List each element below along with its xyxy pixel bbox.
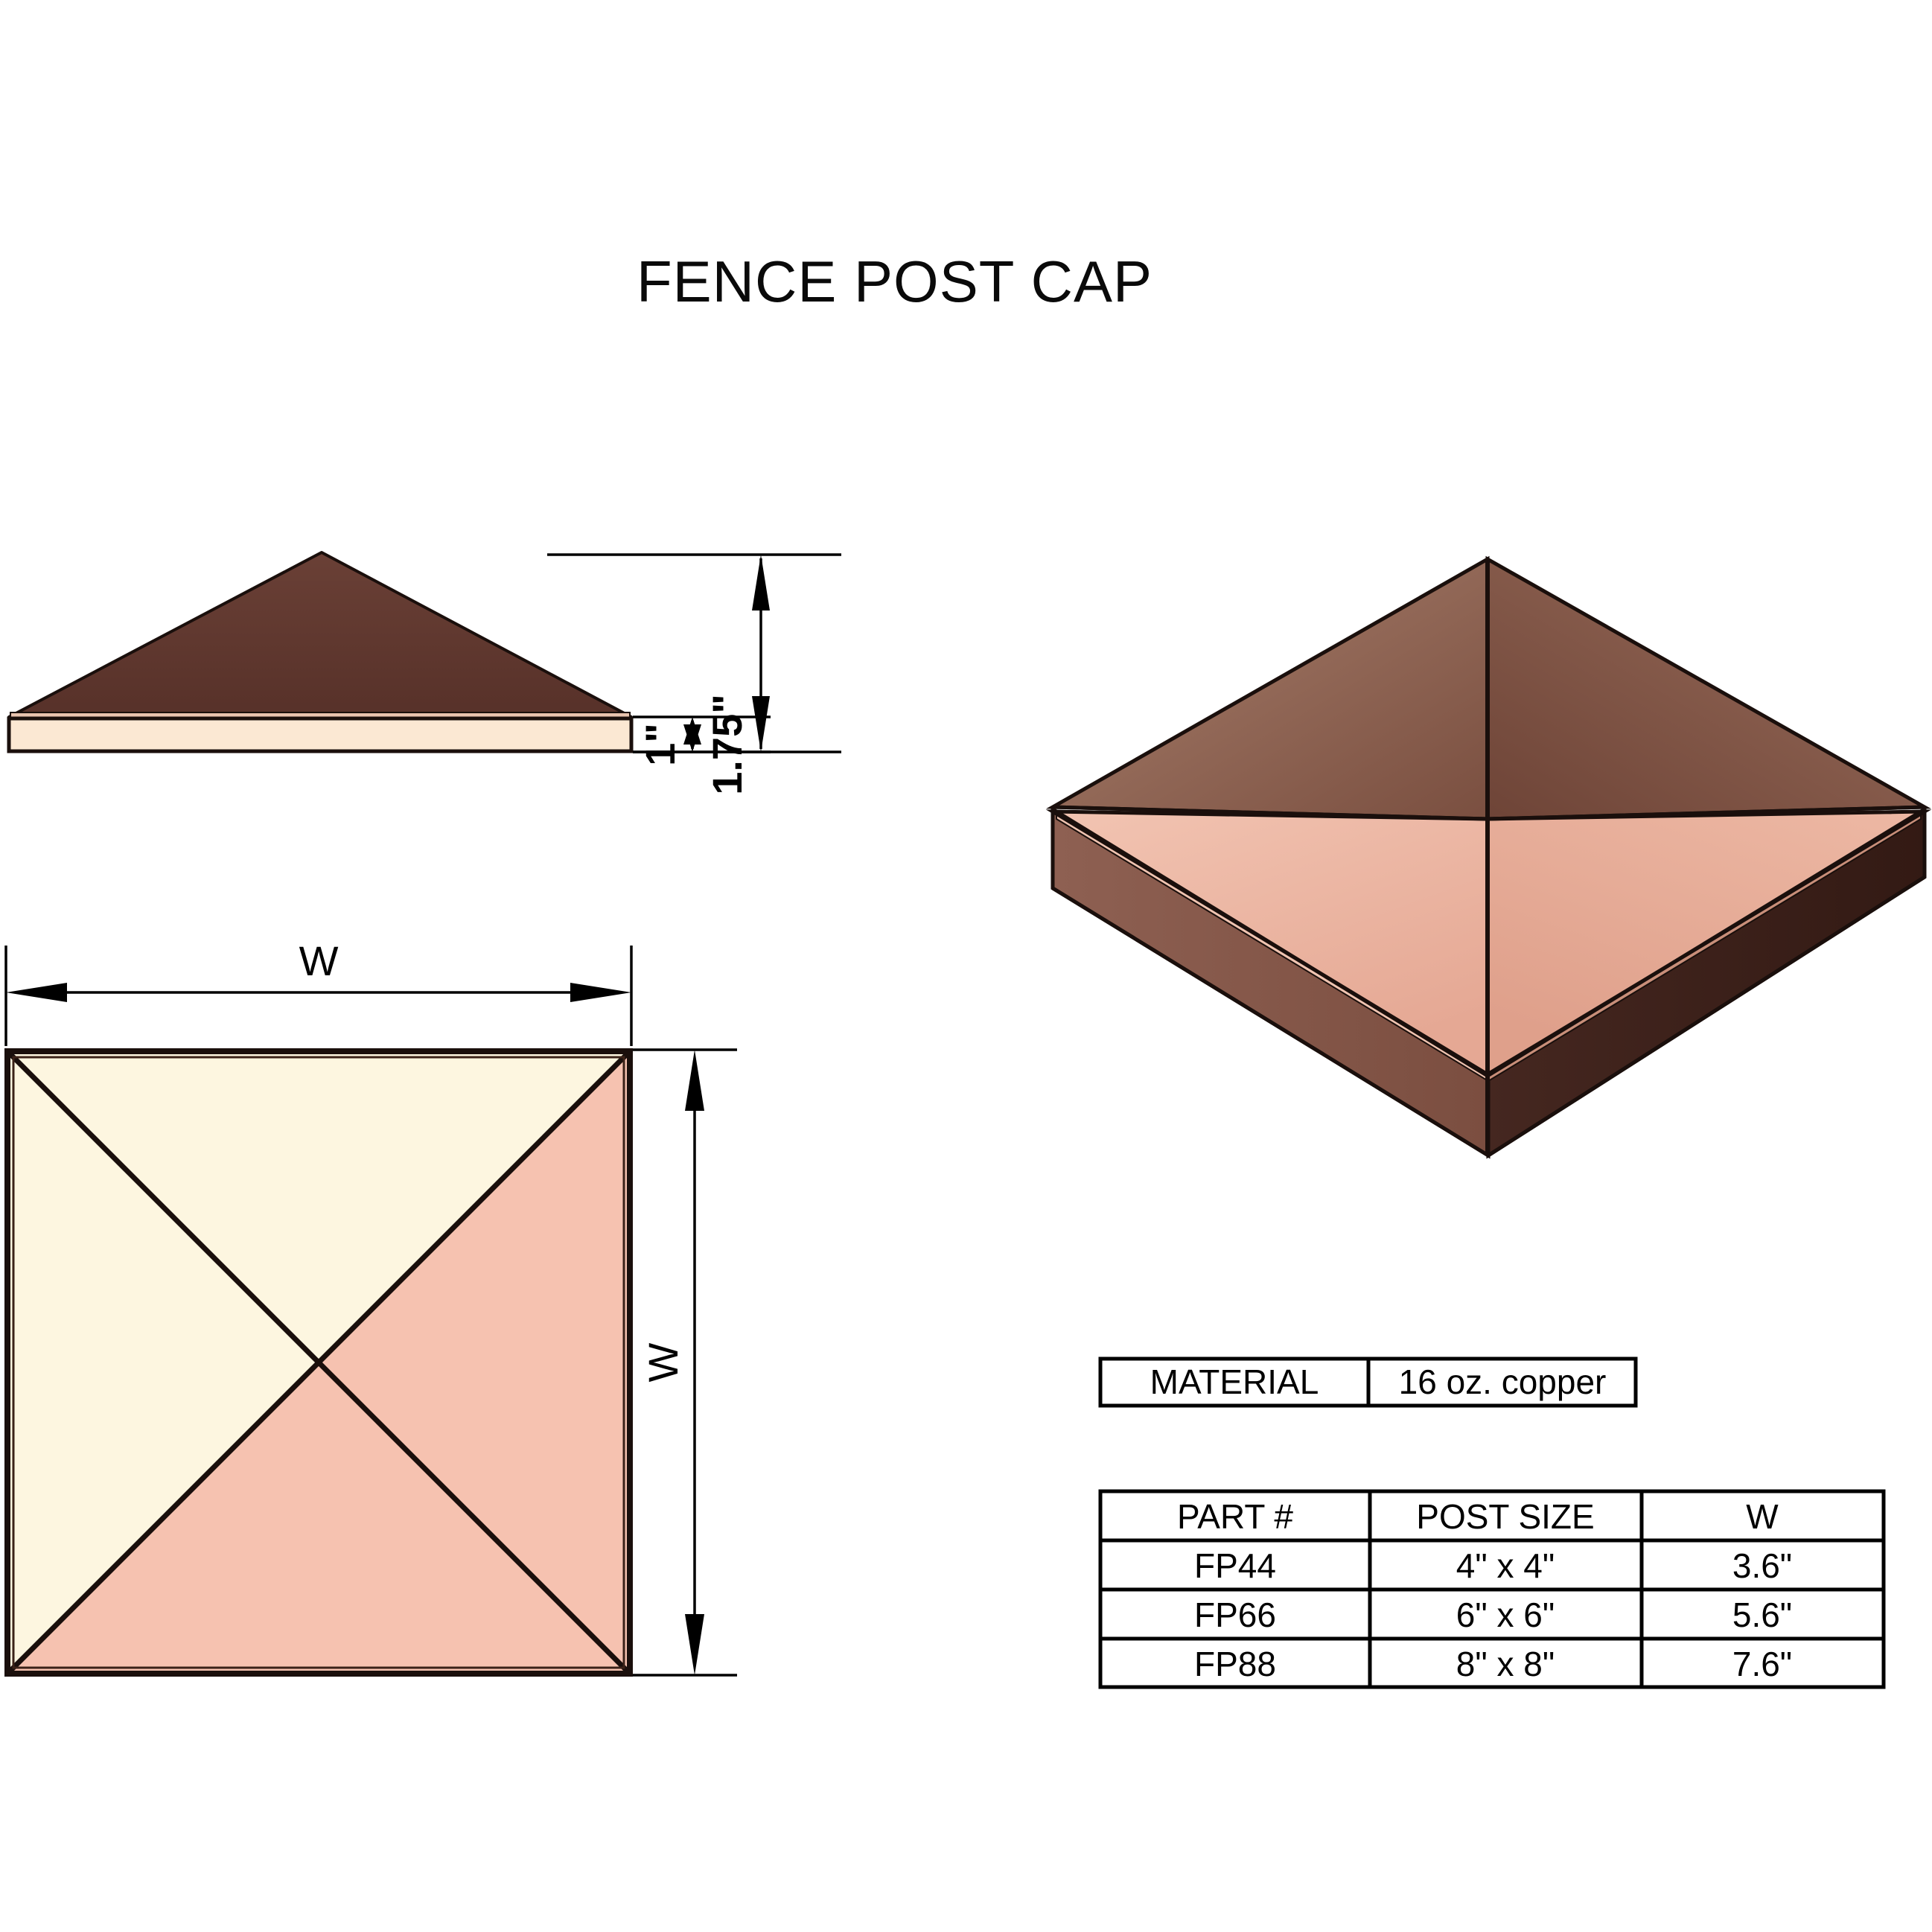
dim-arrow-1in-bottom [683, 724, 701, 752]
material-table-value: 16 oz. copper [1399, 1362, 1607, 1401]
dim-label-overall-height: 1.75" [704, 694, 750, 795]
dim-arrow-175-top [752, 555, 770, 610]
plan-quadrant-left [7, 1051, 319, 1674]
side-view-roof [7, 551, 633, 718]
side-view-body-rect [7, 716, 634, 753]
parts-table-header-w: W [1746, 1497, 1779, 1536]
parts-table-row-post-size: 8" x 8" [1456, 1645, 1555, 1683]
iso-base-bottom-right [1487, 875, 1926, 1158]
dim-arrow-wv-bottom [685, 1614, 704, 1675]
top-plan-view [4, 1048, 633, 1677]
plan-quadrant-top [7, 1051, 630, 1362]
parts-table-row-w: 5.6" [1732, 1595, 1792, 1634]
plan-quadrant-right [319, 1051, 630, 1674]
isometric-view [1045, 555, 1932, 1159]
dim-arrow-wv-top [685, 1050, 704, 1111]
iso-pyramid-facet-back-right [1485, 555, 1932, 821]
parts-table-header-part: PART # [1177, 1497, 1293, 1536]
iso-hip-right [1487, 805, 1925, 821]
dim-arrow-w-left [6, 983, 67, 1002]
dim-label-width-horizontal: W [299, 937, 339, 984]
material-table-label: MATERIAL [1150, 1362, 1319, 1401]
parts-table-row-part: FP44 [1194, 1546, 1276, 1585]
plan-diagonal-ne-sw [5, 1049, 632, 1676]
material-table: MATERIAL 16 oz. copper [1098, 1356, 1638, 1408]
parts-table-row-post-size: 4" x 4" [1456, 1546, 1555, 1585]
parts-table-row-part: FP66 [1194, 1595, 1276, 1634]
dim-arrow-175-bottom [752, 696, 770, 752]
parts-table-header-post-size: POST SIZE [1416, 1497, 1594, 1536]
side-view-dimension-175in: 1.75" [547, 553, 841, 795]
parts-table-row-post-size: 6" x 6" [1456, 1595, 1555, 1634]
dim-label-body-height: 1" [637, 723, 683, 766]
iso-front-left-eave [1051, 807, 1489, 1078]
dim-label-width-vertical: W [640, 1342, 686, 1382]
iso-front-right-eave [1486, 807, 1926, 1078]
top-view-dimension-width-horizontal: W [4, 937, 633, 1046]
parts-table-row-w: 3.6" [1732, 1546, 1792, 1585]
plan-inner-lip [12, 1056, 625, 1669]
plan-outer-border [4, 1048, 633, 1677]
side-elevation-body-group [7, 716, 634, 753]
dim-arrow-w-right [570, 983, 631, 1002]
parts-table-row-w: 7.6" [1732, 1645, 1792, 1683]
parts-table-row-part: FP88 [1194, 1645, 1276, 1683]
iso-pyramid-facet-back-left [1045, 555, 1490, 821]
top-view-dimension-width-vertical: W [633, 1048, 737, 1677]
iso-hip-left [1052, 805, 1488, 821]
iso-base-bottom-left [1051, 886, 1490, 1158]
page-title: FENCE POST CAP [637, 249, 1152, 314]
plan-quadrant-bottom [7, 1362, 630, 1674]
parts-table: PART # POST SIZE W FP44 4" x 4" 3.6" FP6… [1098, 1489, 1886, 1689]
